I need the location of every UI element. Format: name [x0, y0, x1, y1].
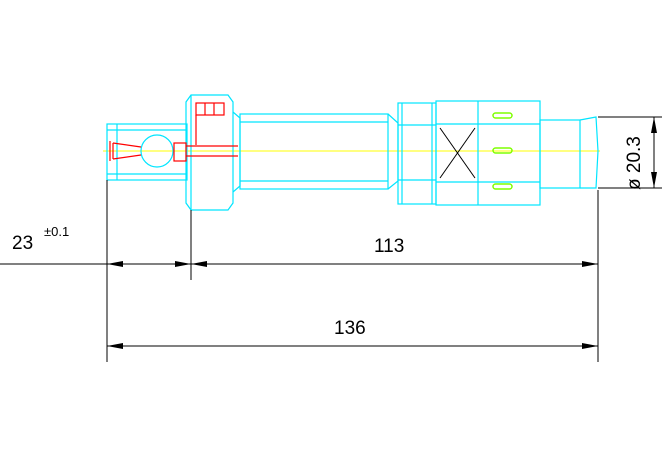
- rear-cylinder: [539, 119, 581, 189]
- hex-nut: [397, 102, 437, 205]
- dimension-lines: [0, 116, 662, 362]
- part-outline: [106, 94, 599, 211]
- wrench-flat-cross: [439, 127, 476, 179]
- dim-113-label: 113: [374, 236, 404, 257]
- internal-detail: [109, 102, 238, 162]
- dim-diameter-label: ø 20.3: [624, 136, 645, 190]
- main-tube: [239, 113, 389, 190]
- bolt-head-detail: [195, 102, 225, 116]
- body: [435, 100, 541, 206]
- flange-nut: [185, 94, 234, 211]
- arrowheads: [107, 117, 657, 349]
- slot-top: [492, 112, 513, 119]
- ball-joint: [140, 134, 174, 168]
- slot-middle: [492, 147, 513, 154]
- tapered-end: [579, 116, 599, 189]
- slots: [492, 112, 513, 190]
- dim-23-tolerance: ±0.1: [44, 224, 69, 239]
- dim-23-value: 23: [12, 233, 33, 254]
- neck: [232, 111, 241, 193]
- dim-136-label: 136: [334, 318, 366, 339]
- left-end-cap: [106, 123, 188, 181]
- slot-bottom: [492, 183, 513, 190]
